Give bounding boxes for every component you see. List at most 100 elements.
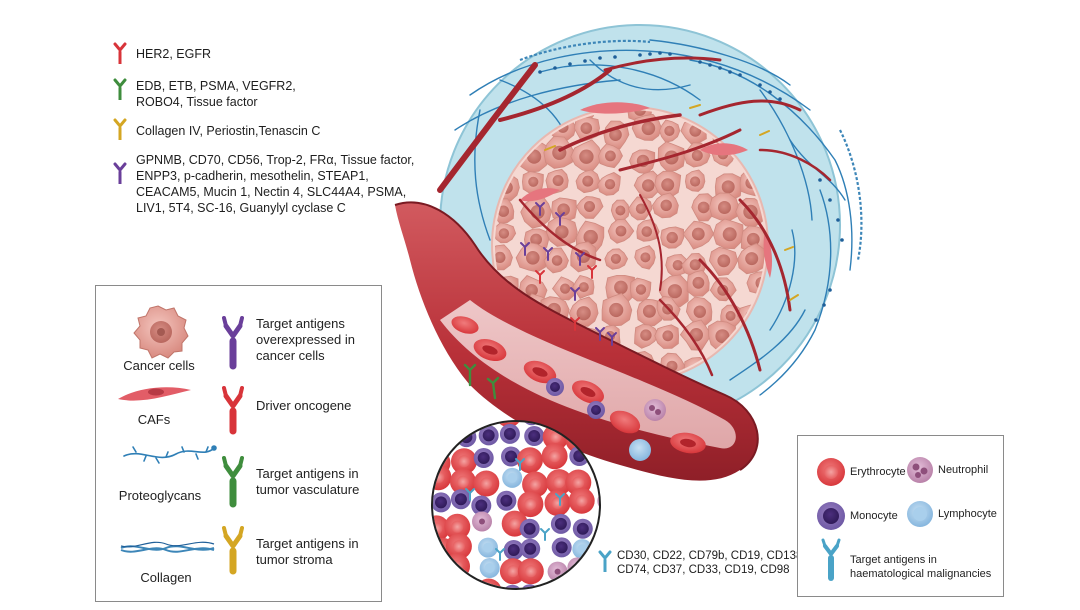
legend-right-icons — [817, 457, 933, 581]
erythrocyte — [517, 558, 544, 585]
cancer-cell — [521, 171, 544, 195]
cancer-cell — [495, 222, 517, 244]
erythrocyte — [541, 443, 568, 470]
yellow-antigen-icon — [113, 118, 127, 140]
erythrocyte — [444, 513, 471, 540]
cancer-cell — [572, 274, 595, 299]
haem-antigen-marker — [515, 458, 525, 471]
cancer-cell — [629, 277, 652, 302]
proteoglycan-icon — [123, 445, 217, 464]
neutrophil — [472, 511, 492, 532]
cancer-cell — [708, 192, 740, 222]
monocyte — [524, 426, 545, 446]
monocyte — [473, 448, 494, 468]
cancer-cell — [598, 143, 623, 169]
erythrocyte — [450, 468, 476, 495]
monocyte — [519, 518, 540, 539]
erythrocyte — [444, 553, 470, 580]
blue-antigen-legend-icon — [821, 538, 841, 581]
cancer-cell — [682, 220, 715, 250]
cancer-cell — [603, 120, 630, 150]
legend-target-stroma: Target antigens in tumor stroma — [256, 536, 359, 567]
cancer-cell-icon — [133, 305, 189, 359]
legend-cancer-cells: Cancer cells — [123, 358, 195, 373]
erythrocyte — [568, 487, 595, 514]
red-antigen-legend-icon — [222, 386, 244, 435]
cancer-cell — [545, 216, 578, 247]
haem-antigen-marker — [540, 528, 550, 541]
haem-antigen-marker — [465, 488, 475, 501]
cancer-cell — [575, 169, 601, 194]
cancer-cell — [686, 269, 710, 297]
blue-antigen-icon — [598, 550, 612, 572]
tumor-vasculature — [437, 56, 832, 377]
haem-antigen-marker — [555, 493, 565, 506]
yellow-antigen-legend-icon — [222, 526, 244, 575]
proteoglycan-mesh — [454, 39, 853, 396]
cancer-cell — [610, 199, 630, 223]
cancer-cell — [737, 243, 765, 275]
cancer-cell — [651, 192, 679, 219]
monocyte — [471, 495, 492, 516]
lymphocyte-icon — [907, 501, 933, 527]
legend-proteoglycans: Proteoglycans — [118, 488, 202, 503]
cancer-cell — [659, 119, 681, 143]
cancer-cell — [712, 218, 744, 250]
erythrocyte — [546, 469, 573, 496]
monocyte-icon — [817, 502, 845, 530]
legend-left: Cancer cells CAFs Proteoglycans Collagen… — [95, 285, 382, 602]
legend-lymphocyte: Lymphocyte — [938, 508, 997, 520]
purple-antigen-legend-icon — [222, 316, 244, 370]
erythrocyte-icon — [817, 458, 845, 486]
cancer-cell — [660, 226, 685, 249]
erythrocyte — [522, 471, 549, 498]
legend-target-vasculature: Target antigens in tumor vasculature — [256, 466, 360, 497]
erythrocyte — [516, 447, 543, 474]
neutrophil — [567, 557, 588, 578]
cancer-cell — [495, 244, 513, 271]
legend-erythrocyte: Erythrocyte — [850, 466, 906, 478]
legend-right: Erythrocyte Neutrophil Monocyte Lymphocy… — [797, 435, 1004, 597]
purple-antigen-icon — [113, 162, 127, 184]
monocyte — [520, 538, 541, 559]
cancer-cell — [551, 276, 575, 301]
cancer-cell — [575, 196, 604, 219]
antigen-list-yellow: Collagen IV, Periostin,Tenascin C — [136, 124, 321, 138]
green-antigen-icon — [113, 78, 127, 100]
antigen-list-green: EDB, ETB, PSMA, VEGFR2, ROBO4, Tissue fa… — [136, 79, 296, 109]
cancer-cell — [545, 168, 569, 194]
antigen-list-purple: GPNMB, CD70, CD56, Trop-2, FRα, Tissue f… — [136, 153, 415, 215]
legend-collagen: Collagen — [140, 570, 192, 585]
monocyte — [503, 540, 524, 560]
caf-icon — [118, 387, 191, 401]
legend-cafs: CAFs — [137, 412, 171, 427]
legend-monocyte: Monocyte — [850, 510, 898, 522]
antigen-list-red: HER2, EGFR — [136, 47, 212, 61]
lymphocyte — [478, 537, 498, 558]
red-antigen-icon — [113, 42, 127, 64]
erythrocyte — [544, 490, 571, 516]
erythrocyte — [473, 470, 500, 497]
lymphocyte — [502, 467, 523, 488]
monocyte — [572, 518, 593, 539]
proteoglycan-beads — [538, 51, 844, 322]
monocyte — [450, 489, 471, 510]
tumor-antigen-markers — [520, 104, 799, 346]
neutrophil-icon — [907, 457, 933, 483]
legend-driver-oncogene: Driver oncogene — [256, 398, 352, 413]
cancer-cell — [708, 246, 739, 277]
cancer-cell — [685, 296, 713, 327]
collagen-icon — [120, 541, 215, 553]
monocyte — [496, 490, 517, 511]
cancer-cell — [543, 247, 569, 274]
haem-antigen-marker — [495, 548, 505, 561]
cancer-cell — [684, 169, 706, 192]
cancer-cell — [634, 245, 656, 270]
vessel-blood-cells — [451, 316, 706, 461]
cancer-cell — [679, 319, 712, 351]
lymphocyte — [479, 558, 500, 578]
erythrocyte — [451, 448, 477, 475]
legend-neutrophil: Neutrophil — [938, 464, 989, 476]
